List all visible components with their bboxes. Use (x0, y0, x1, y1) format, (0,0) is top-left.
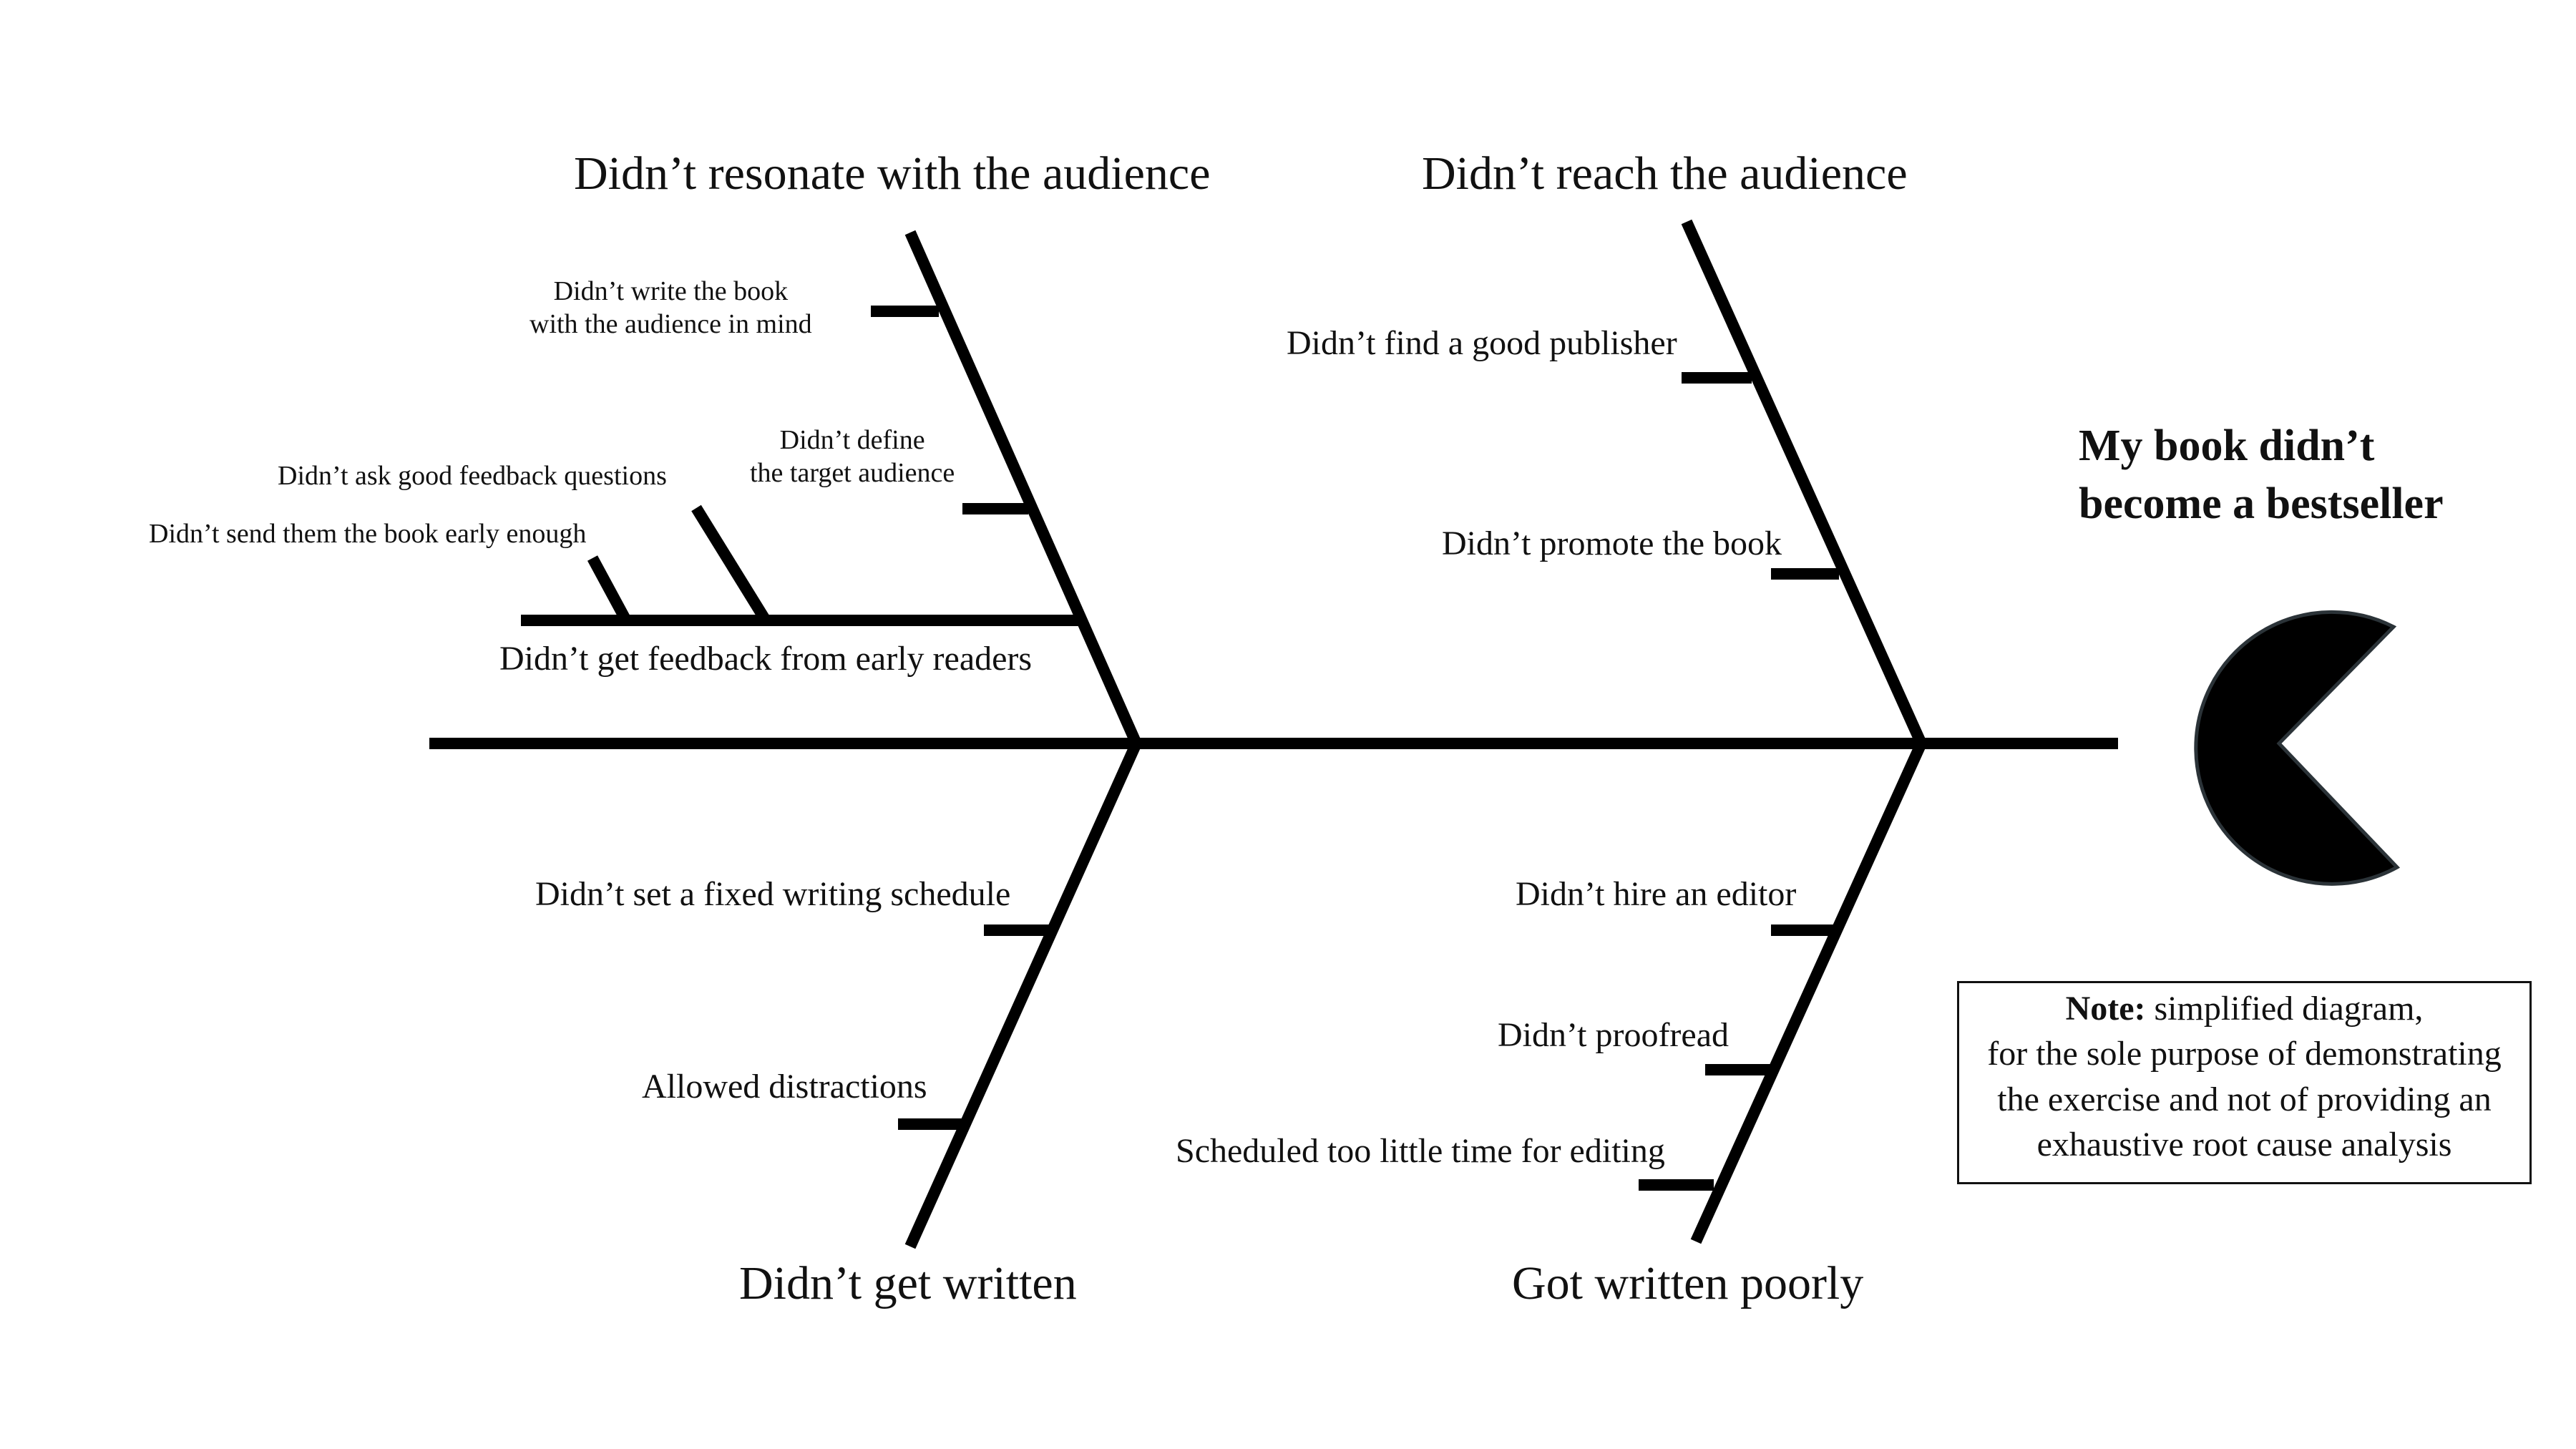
note-label: Note: (2065, 990, 2146, 1028)
note-line-3: the exercise and not of providing an (1997, 1080, 2492, 1118)
cause-proofread: Didn’t proofread (1498, 1016, 1729, 1054)
bone-bottom-right (1690, 741, 1927, 1244)
cause-editing-time: Scheduled too little time for editing (1176, 1132, 1665, 1170)
bone-top-left (904, 230, 1142, 746)
note-box: Note: simplified diagram, for the sole p… (1957, 981, 2532, 1184)
category-top-right: Didn’t reach the audience (1422, 147, 1908, 200)
problem-statement: My book didn’t become a bestseller (2079, 417, 2444, 532)
cause-send-early: Didn’t send them the book early enough (149, 519, 587, 549)
fish-head-icon (2194, 610, 2401, 886)
problem-line-2: become a bestseller (2079, 479, 2444, 528)
cause-write-for-audience-line-2: with the audience in mind (530, 308, 812, 339)
cause-feedback-questions: Didn’t ask good feedback questions (278, 461, 667, 491)
cause-distractions: Allowed distractions (642, 1068, 927, 1106)
cause-write-for-audience-line-1: Didn’t write the book (553, 276, 789, 306)
cause-publisher: Didn’t find a good publisher (1287, 324, 1677, 362)
sub-rib-feedback-questions (691, 504, 771, 624)
note-line-1: Note: simplified diagram, (1959, 986, 2529, 1031)
cause-schedule: Didn’t set a fixed writing schedule (535, 875, 1011, 913)
bone-bottom-left (904, 741, 1142, 1249)
note-text-1: simplified diagram, (2154, 990, 2424, 1028)
cause-early-readers: Didn’t get feedback from early readers (499, 640, 1033, 678)
sub-rib-send-early (587, 555, 632, 623)
problem-line-1: My book didn’t (2079, 421, 2375, 470)
cause-write-for-audience: Didn’t write the book with the audience … (530, 275, 812, 341)
cause-define-audience-line-2: the target audience (750, 457, 955, 488)
cause-define-audience: Didn’t define the target audience (750, 424, 955, 489)
note-line-2: for the sole purpose of demonstrating (1987, 1035, 2502, 1073)
category-top-left: Didn’t resonate with the audience (574, 147, 1211, 200)
category-bottom-left: Didn’t get written (739, 1257, 1077, 1309)
bone-top-right (1681, 219, 1927, 746)
cause-promote: Didn’t promote the book (1442, 525, 1782, 562)
cause-editor: Didn’t hire an editor (1516, 875, 1797, 913)
cause-define-audience-line-1: Didn’t define (779, 425, 925, 455)
category-bottom-right: Got written poorly (1512, 1257, 1864, 1309)
note-line-4: exhaustive root cause analysis (2036, 1126, 2452, 1164)
